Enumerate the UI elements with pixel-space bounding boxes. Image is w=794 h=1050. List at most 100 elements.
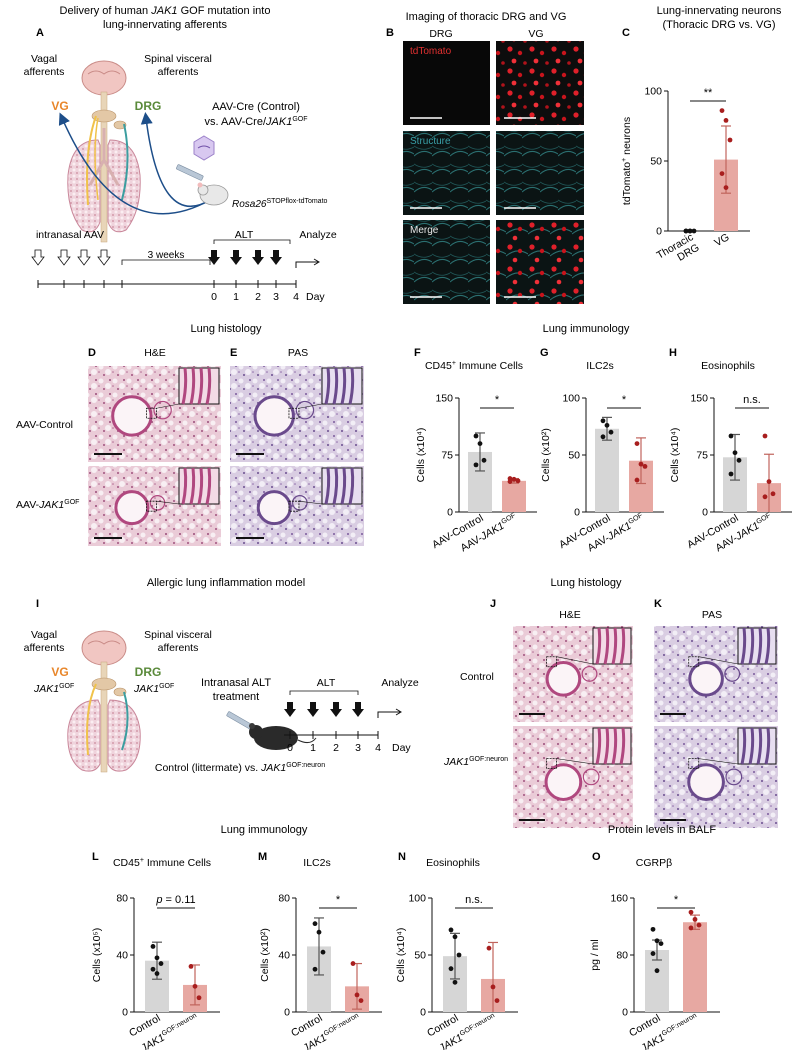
epithelium-stripe — [611, 727, 618, 765]
y-tick-label: 0 — [656, 226, 662, 238]
sig-label: * — [622, 394, 627, 406]
timeline-a-day: 0 — [211, 291, 217, 303]
sig-label: n.s. — [743, 394, 761, 406]
i-jak1-right: JAK1GOF — [133, 683, 174, 695]
a-title-1: Delivery of human JAK1 GOF mutation into — [60, 5, 271, 17]
aav-dose-arrow — [31, 249, 45, 266]
chart-title: CGRPβ — [636, 857, 672, 869]
zoom-line — [698, 758, 739, 765]
data-point — [728, 433, 734, 439]
y-tick-label: 160 — [610, 893, 628, 905]
timeline-i-day: 0 — [287, 742, 293, 754]
intranasal-alt-2: treatment — [213, 691, 259, 703]
panel-a: A Delivery of human JAK1 GOF mutation in… — [24, 5, 337, 303]
zoom-line — [556, 656, 594, 665]
data-point — [448, 966, 454, 972]
y-tick-label: 0 — [702, 507, 708, 519]
epithelium-stripe — [740, 627, 747, 665]
panel-label-c: C — [622, 27, 630, 39]
alt-dose-arrow — [307, 702, 319, 717]
d-he-title: H&E — [144, 347, 166, 359]
panel-label-e: E — [230, 347, 237, 359]
y-tick-label: 100 — [562, 393, 580, 405]
data-point — [481, 457, 487, 463]
y-tick-label: 0 — [447, 507, 453, 519]
panel-label-d: D — [88, 347, 96, 359]
bar — [683, 922, 707, 1012]
y-axis-label: tdTomato+ neurons — [621, 117, 633, 205]
chart-c: Lung-innervating neurons(Thoracic DRG vs… — [621, 5, 782, 264]
data-point — [687, 228, 693, 234]
vagal-nerve — [86, 115, 97, 206]
i-spinal-1: Spinal visceral — [144, 629, 212, 641]
panel-label-i: I — [36, 598, 39, 610]
data-point — [770, 491, 776, 497]
alt-dose-arrow — [284, 702, 296, 717]
row-control: Control — [460, 671, 494, 683]
alt-dose-arrow — [270, 250, 282, 265]
epithelium-stripe — [748, 627, 755, 665]
y-axis-label: pg / ml — [589, 939, 601, 971]
y-axis-label: Cells (x10⁴) — [415, 428, 427, 483]
epithelium-stripe — [603, 727, 610, 765]
epithelium-stripe — [324, 467, 331, 505]
scale-bars-b — [410, 117, 536, 298]
y-tick-label: 50 — [568, 450, 580, 462]
label-merge: Merge — [410, 225, 439, 236]
bar — [502, 480, 526, 512]
zoom-line — [156, 500, 180, 505]
timeline-i-day: 4 — [375, 742, 381, 754]
vessel — [582, 768, 600, 786]
data-point — [312, 921, 318, 927]
alt-label-a: ALT — [235, 229, 254, 241]
epithelium-stripe — [764, 727, 771, 765]
airway — [687, 763, 725, 801]
i-vagal-1: Vagal — [31, 629, 57, 641]
vessel — [292, 494, 308, 511]
alt-dose-arrow — [352, 702, 364, 717]
l-n-heading: Lung immunology — [221, 824, 308, 836]
data-point — [312, 966, 318, 972]
epithelium-stripe — [740, 727, 747, 765]
data-point — [604, 422, 610, 428]
epithelium-stripe — [619, 727, 626, 765]
epithelium-stripe — [603, 627, 610, 665]
data-point — [158, 961, 164, 966]
data-point — [316, 929, 322, 935]
panel-label-n: N — [398, 851, 406, 863]
data-point — [154, 971, 160, 976]
row-aav-control: AAV-Control — [16, 419, 73, 431]
data-point — [452, 979, 458, 985]
data-point — [728, 471, 734, 477]
aav-dose-arrow — [57, 249, 71, 266]
epithelium-stripe — [205, 467, 212, 505]
data-point — [727, 137, 733, 143]
epithelium-stripe — [756, 627, 763, 665]
data-point — [691, 228, 697, 234]
chart-title: ILC2s — [586, 360, 613, 372]
vg-label: VG — [51, 99, 68, 113]
vessel — [153, 400, 172, 420]
airway — [256, 490, 292, 526]
aav-dose-arrow — [97, 249, 111, 266]
k-pas-title: PAS — [702, 609, 722, 621]
data-point — [732, 450, 738, 456]
chart-title-line-2: (Thoracic DRG vs. VG) — [662, 19, 775, 31]
drg-ganglion — [113, 120, 127, 130]
i-vg-label: VG — [51, 665, 68, 679]
j-he-title: H&E — [559, 609, 581, 621]
control-vs-label: Control (littermate) vs. JAK1GOF:neuron — [155, 762, 325, 774]
y-tick-label: 0 — [574, 507, 580, 519]
data-point — [762, 433, 768, 439]
data-point — [473, 462, 479, 468]
panel-label-b: B — [386, 27, 394, 39]
panel-label-j: J — [490, 598, 496, 610]
aav-virus-icon — [193, 135, 215, 161]
data-point — [150, 966, 156, 972]
epithelium-stripe — [340, 367, 347, 405]
row-aav-jak1: AAV-JAK1GOF — [16, 499, 79, 511]
panel-label-g: G — [540, 347, 549, 359]
data-point — [766, 479, 772, 484]
